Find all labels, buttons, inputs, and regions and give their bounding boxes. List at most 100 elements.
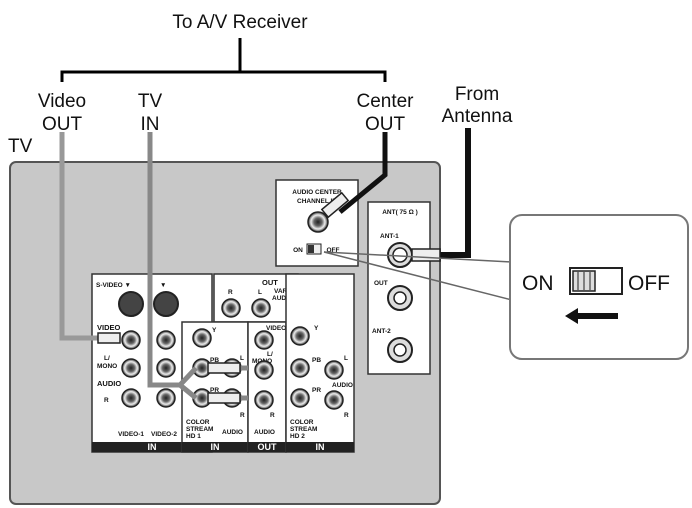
audio-l1-jack: [121, 358, 141, 378]
video1-label: VIDEO-1: [118, 431, 144, 438]
in-label-3: IN: [316, 442, 325, 452]
center-out-label-1: Center: [356, 91, 414, 112]
hd2-pr-label: PR: [312, 387, 321, 394]
hd1-y-label: Y: [212, 327, 217, 334]
svideo-label: S-VIDEO ▼: [96, 282, 131, 289]
svideo2-label: ▼: [160, 282, 166, 289]
center-out-cable: [338, 132, 388, 214]
hd2-pb-jack: [290, 358, 310, 378]
out-audio-label: AUDIO: [254, 429, 275, 436]
hd2-audio-label: AUDIO: [332, 382, 353, 389]
in-label-1: IN: [148, 442, 157, 452]
antenna-cable: [440, 128, 471, 258]
colorstream-hd1-box: [181, 321, 249, 453]
r-label: R: [104, 397, 109, 404]
in-bar-3: [286, 442, 354, 452]
from-antenna-label-1: From: [455, 84, 499, 105]
ant-out-label: OUT: [374, 280, 388, 287]
left-arrow-icon: [565, 308, 618, 324]
out-video-jack: [254, 330, 274, 350]
hd1-l-label: L: [240, 355, 244, 362]
hd2-pr-jack: [290, 388, 310, 408]
hd2-l-label: L: [344, 355, 348, 362]
tv-in-cable: [147, 132, 198, 400]
audio-center-label-2: CHANNEL IN: [297, 198, 337, 205]
lmono-label-1: L/: [104, 355, 110, 362]
in-bar-2: [182, 442, 248, 452]
hd1-pb-label: PB: [210, 357, 219, 364]
ant-header-label: ANT( 75 Ω ): [382, 209, 418, 216]
center-out-plug: [320, 191, 350, 219]
panel-on-label: ON: [293, 247, 303, 254]
video-label: VIDEO: [97, 323, 121, 332]
hd2-y-label: Y: [314, 325, 319, 332]
var-l-label: L: [258, 289, 262, 296]
from-antenna-label-2: Antenna: [442, 106, 513, 127]
video-out-cable: [59, 132, 100, 341]
video2-jack: [156, 330, 176, 350]
svideo1-jack: [118, 291, 144, 317]
center-channel-jack: [307, 211, 329, 233]
var-audio-label-1: VAR: [274, 288, 288, 295]
out-bar: [248, 442, 286, 452]
ant-out-connector-inner: [393, 291, 407, 305]
panel-switch-knob: [308, 245, 314, 253]
hd2-audio-r-jack: [324, 390, 344, 410]
callout-leader: [323, 251, 513, 301]
out-audio-r-jack: [254, 390, 274, 410]
callout-on-label: ON: [522, 272, 554, 295]
in-label-2: IN: [211, 442, 220, 452]
receiver-label: To A/V Receiver: [172, 12, 308, 33]
hd2-cs-label-1: COLOR: [290, 419, 314, 426]
tv-label: TV: [8, 136, 33, 157]
hd2-r-label: R: [344, 412, 349, 419]
hd1-audio-label: AUDIO: [222, 429, 243, 436]
component-plug-2: [207, 392, 241, 404]
ant1-connector-inner: [392, 247, 408, 263]
out-video-label: VIDEO: [266, 325, 286, 332]
lmono-label-2: MONO: [97, 363, 117, 370]
var-out-label: OUT: [262, 278, 278, 287]
receiver-bracket: [60, 38, 387, 82]
hd2-pb-label: PB: [312, 357, 321, 364]
out-r-label: R: [270, 412, 275, 419]
center-out-label-2: OUT: [365, 114, 406, 135]
hd1-y-jack: [192, 328, 212, 348]
hd2-audio-l-jack: [324, 360, 344, 380]
hd1-r-label: R: [240, 412, 245, 419]
var-audio-label-2: AUDIO: [272, 295, 293, 302]
callout-off-label: OFF: [628, 272, 670, 295]
ant2-label: ANT-2: [372, 328, 391, 335]
in-bar-1: [92, 442, 212, 452]
out-bar-label: OUT: [258, 442, 278, 452]
var-r-label: R: [228, 289, 233, 296]
audio-center-label-1: AUDIO CENTER: [292, 189, 342, 196]
out-lmono-label-1: L/: [267, 351, 273, 358]
hd2-y-jack: [290, 326, 310, 346]
hd1-cs-label-2: STREAM: [186, 426, 213, 433]
component-plug-1: [207, 362, 241, 374]
video-out-label-1: Video: [38, 91, 86, 112]
video2-label: VIDEO-2: [151, 431, 177, 438]
tv-in-label-2: IN: [141, 114, 160, 135]
svideo2-jack: [153, 291, 179, 317]
panel-off-label: OFF: [327, 247, 340, 254]
audio-r2-jack: [156, 388, 176, 408]
video-out-plug: [97, 332, 121, 344]
ant1-label: ANT-1: [380, 233, 399, 240]
ant2-connector-inner: [393, 343, 407, 357]
hd1-pr-label: PR: [210, 387, 219, 394]
hd1-cs-label-1: COLOR: [186, 419, 210, 426]
audio-r1-jack: [121, 388, 141, 408]
audio-label: AUDIO: [97, 379, 121, 388]
video1-jack: [121, 330, 141, 350]
hd2-cs-label-3: HD 2: [290, 433, 305, 440]
var-l-jack: [251, 298, 271, 318]
var-r-jack: [221, 298, 241, 318]
antenna-plug: [411, 248, 441, 262]
hd1-cs-label-3: HD 1: [186, 433, 201, 440]
tv-in-label-1: TV: [138, 91, 163, 112]
out-audio-l-jack: [254, 360, 274, 380]
hd2-cs-label-2: STREAM: [290, 426, 317, 433]
